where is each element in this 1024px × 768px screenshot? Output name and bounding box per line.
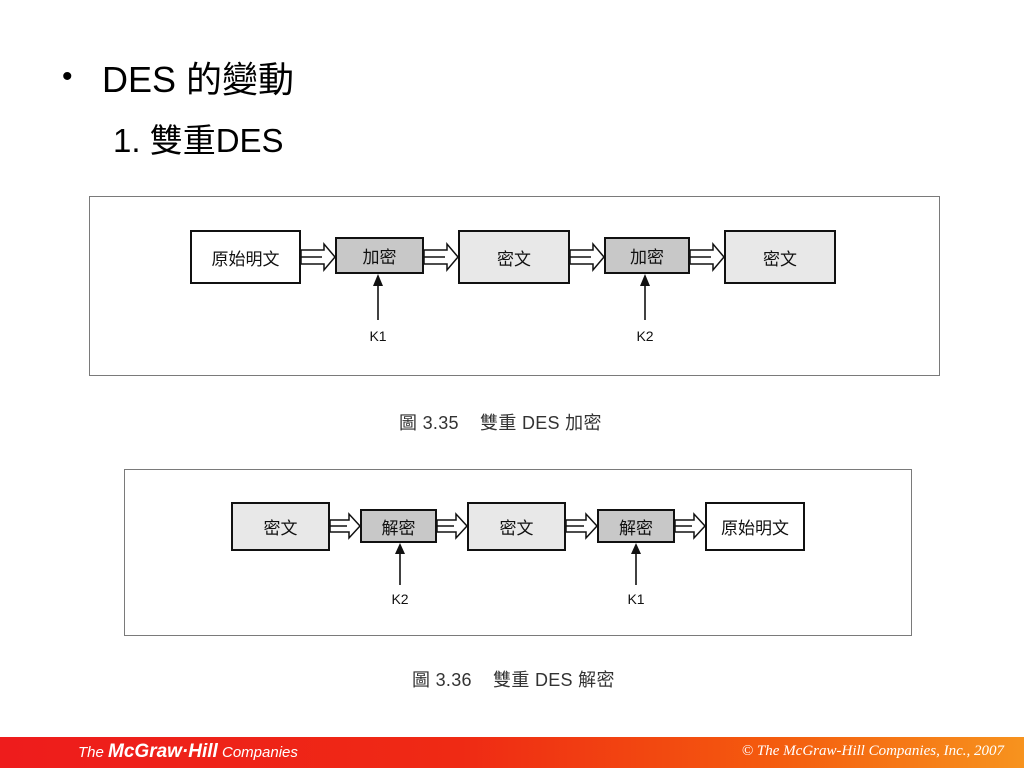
bullet-dot: •	[62, 60, 73, 93]
sub-heading: 1. 雙重DES	[113, 122, 284, 159]
bullet-title: DES 的變動	[102, 59, 295, 100]
ciphertext-box-3: 密文	[231, 502, 330, 551]
key-label-k1-dec: K1	[627, 591, 645, 607]
publisher-logo: The McGraw·Hill Companies	[78, 741, 298, 762]
plaintext-box: 原始明文	[190, 230, 301, 284]
decrypt-box-2: 解密	[597, 509, 675, 543]
encrypt-box-1: 加密	[335, 237, 424, 274]
decryption-diagram-panel	[124, 469, 912, 636]
ciphertext-box-4: 密文	[467, 502, 566, 551]
ciphertext-box-1: 密文	[458, 230, 570, 284]
ciphertext-box-2: 密文	[724, 230, 836, 284]
decrypt-box-1: 解密	[360, 509, 437, 543]
bullet-item: • DES 的變動	[62, 52, 294, 102]
copyright-text: © The McGraw-Hill Companies, Inc., 2007	[741, 743, 1004, 759]
figure-caption-3-35: 圖 3.35 雙重 DES 加密	[399, 413, 602, 433]
key-label-k1: K1	[369, 328, 387, 344]
figure-caption-3-36: 圖 3.36 雙重 DES 解密	[412, 670, 615, 690]
key-label-k2-dec: K2	[391, 591, 409, 607]
encryption-diagram-panel	[89, 196, 940, 376]
encrypt-box-2: 加密	[604, 237, 690, 274]
footer-bar: The McGraw·Hill Companies © The McGraw-H…	[0, 737, 1024, 768]
key-label-k2: K2	[636, 328, 654, 344]
plaintext-box-2: 原始明文	[705, 502, 805, 551]
